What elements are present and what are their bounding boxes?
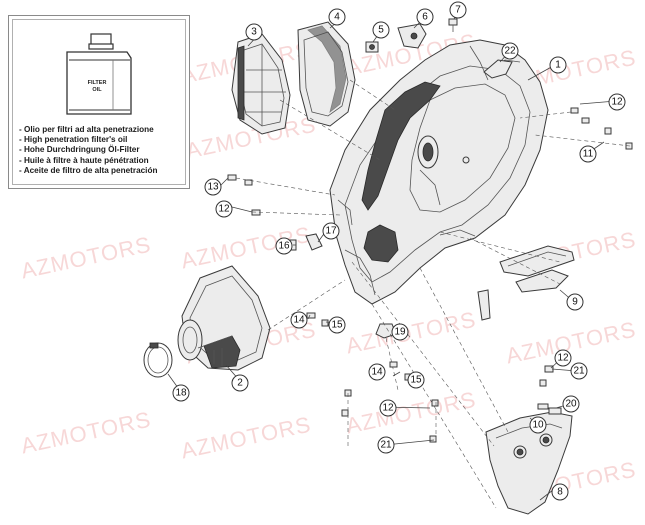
callout-12a: 12 <box>608 93 626 111</box>
can-label-line-1: FILTER <box>88 80 107 86</box>
callout-12b: 12 <box>215 200 233 218</box>
oil-can-illustration: FILTER OIL <box>66 33 132 115</box>
callout-17: 17 <box>322 222 340 240</box>
callout-14a: 14 <box>290 311 308 329</box>
callout-22: 22 <box>501 42 519 60</box>
callout-21b: 21 <box>377 436 395 454</box>
callout-2: 2 <box>231 374 249 392</box>
clip-part-5 <box>365 41 379 53</box>
filter-cage <box>231 33 291 135</box>
callout-19: 19 <box>391 323 409 341</box>
callout-6: 6 <box>416 8 434 26</box>
oil-line-es: - Aceite de filtro de alta penetración <box>19 165 158 175</box>
callouts: 1 2 3 4 5 6 7 8 9 10 11 12 12 12 12 13 1… <box>172 1 626 501</box>
svg-text:5: 5 <box>378 25 384 36</box>
bracket-part-6 <box>397 23 427 49</box>
svg-text:2: 2 <box>237 378 243 389</box>
svg-text:3: 3 <box>251 27 257 38</box>
svg-text:12: 12 <box>611 97 623 108</box>
airbox-main-frame <box>329 39 549 305</box>
assembly-lines <box>235 79 631 509</box>
svg-text:22: 22 <box>504 46 516 57</box>
svg-text:14: 14 <box>293 315 305 326</box>
svg-text:12: 12 <box>557 353 569 364</box>
oil-line-de: - Hohe Durchdringung Öl-Filter <box>19 145 140 155</box>
svg-text:12: 12 <box>218 204 230 215</box>
intake-boot-part-2 <box>177 265 271 371</box>
callout-9: 9 <box>566 293 584 311</box>
oil-line-it: - Olio per filtri ad alta penetrazione <box>19 125 154 134</box>
svg-text:4: 4 <box>334 12 340 23</box>
callout-15a: 15 <box>328 316 346 334</box>
callout-14b: 14 <box>368 363 386 381</box>
svg-text:15: 15 <box>331 320 343 331</box>
callout-1: 1 <box>549 56 567 74</box>
callout-7: 7 <box>449 1 467 19</box>
clamp-part-22 <box>483 59 513 79</box>
svg-text:10: 10 <box>532 420 544 431</box>
svg-text:20: 20 <box>565 399 577 410</box>
callout-11: 11 <box>579 145 597 163</box>
callout-12d: 12 <box>379 399 397 417</box>
callout-10: 10 <box>529 416 547 434</box>
callout-13: 13 <box>204 178 222 196</box>
callout-21a: 21 <box>570 362 588 380</box>
air-filter-element <box>297 21 356 127</box>
callout-16: 16 <box>275 237 293 255</box>
svg-text:15: 15 <box>410 375 422 386</box>
svg-text:7: 7 <box>455 5 461 16</box>
fastener-group-left <box>227 174 329 327</box>
oil-description-list: - Olio per filtri ad alta penetrazione -… <box>19 125 184 176</box>
svg-text:8: 8 <box>557 487 563 498</box>
hose-clamp-part-18 <box>143 342 173 378</box>
svg-text:1: 1 <box>555 60 561 71</box>
callout-18: 18 <box>172 384 190 402</box>
screw-part-7 <box>448 18 458 32</box>
grommet-part-19 <box>375 323 399 391</box>
filter-oil-inset: FILTER OIL - Olio per filtri ad alta pen… <box>8 15 190 189</box>
svg-text:18: 18 <box>175 388 187 399</box>
svg-text:21: 21 <box>380 440 392 451</box>
callout-4: 4 <box>328 8 346 26</box>
svg-text:12: 12 <box>382 403 394 414</box>
svg-text:13: 13 <box>207 182 219 193</box>
side-plate-part-9 <box>477 245 575 321</box>
callout-3: 3 <box>245 23 263 41</box>
oil-line-en: - High penetration filter's oil <box>19 135 128 145</box>
mud-flap-part-8 <box>485 407 573 515</box>
inset-inner-border <box>12 19 186 185</box>
callout-15b: 15 <box>407 371 425 389</box>
svg-text:9: 9 <box>572 297 578 308</box>
svg-text:16: 16 <box>278 241 290 252</box>
callout-8: 8 <box>551 483 569 501</box>
svg-text:19: 19 <box>394 327 406 338</box>
svg-text:14: 14 <box>371 367 383 378</box>
oil-line-fr: - Huile à filtre à haute pénétration <box>19 155 149 165</box>
can-label-line-2: OIL <box>92 87 102 93</box>
callout-5: 5 <box>372 21 390 39</box>
callout-12c: 12 <box>554 349 572 367</box>
svg-text:6: 6 <box>422 12 428 23</box>
svg-text:21: 21 <box>573 366 585 377</box>
svg-text:17: 17 <box>325 226 337 237</box>
svg-text:11: 11 <box>583 149 594 160</box>
callout-20: 20 <box>562 395 580 413</box>
